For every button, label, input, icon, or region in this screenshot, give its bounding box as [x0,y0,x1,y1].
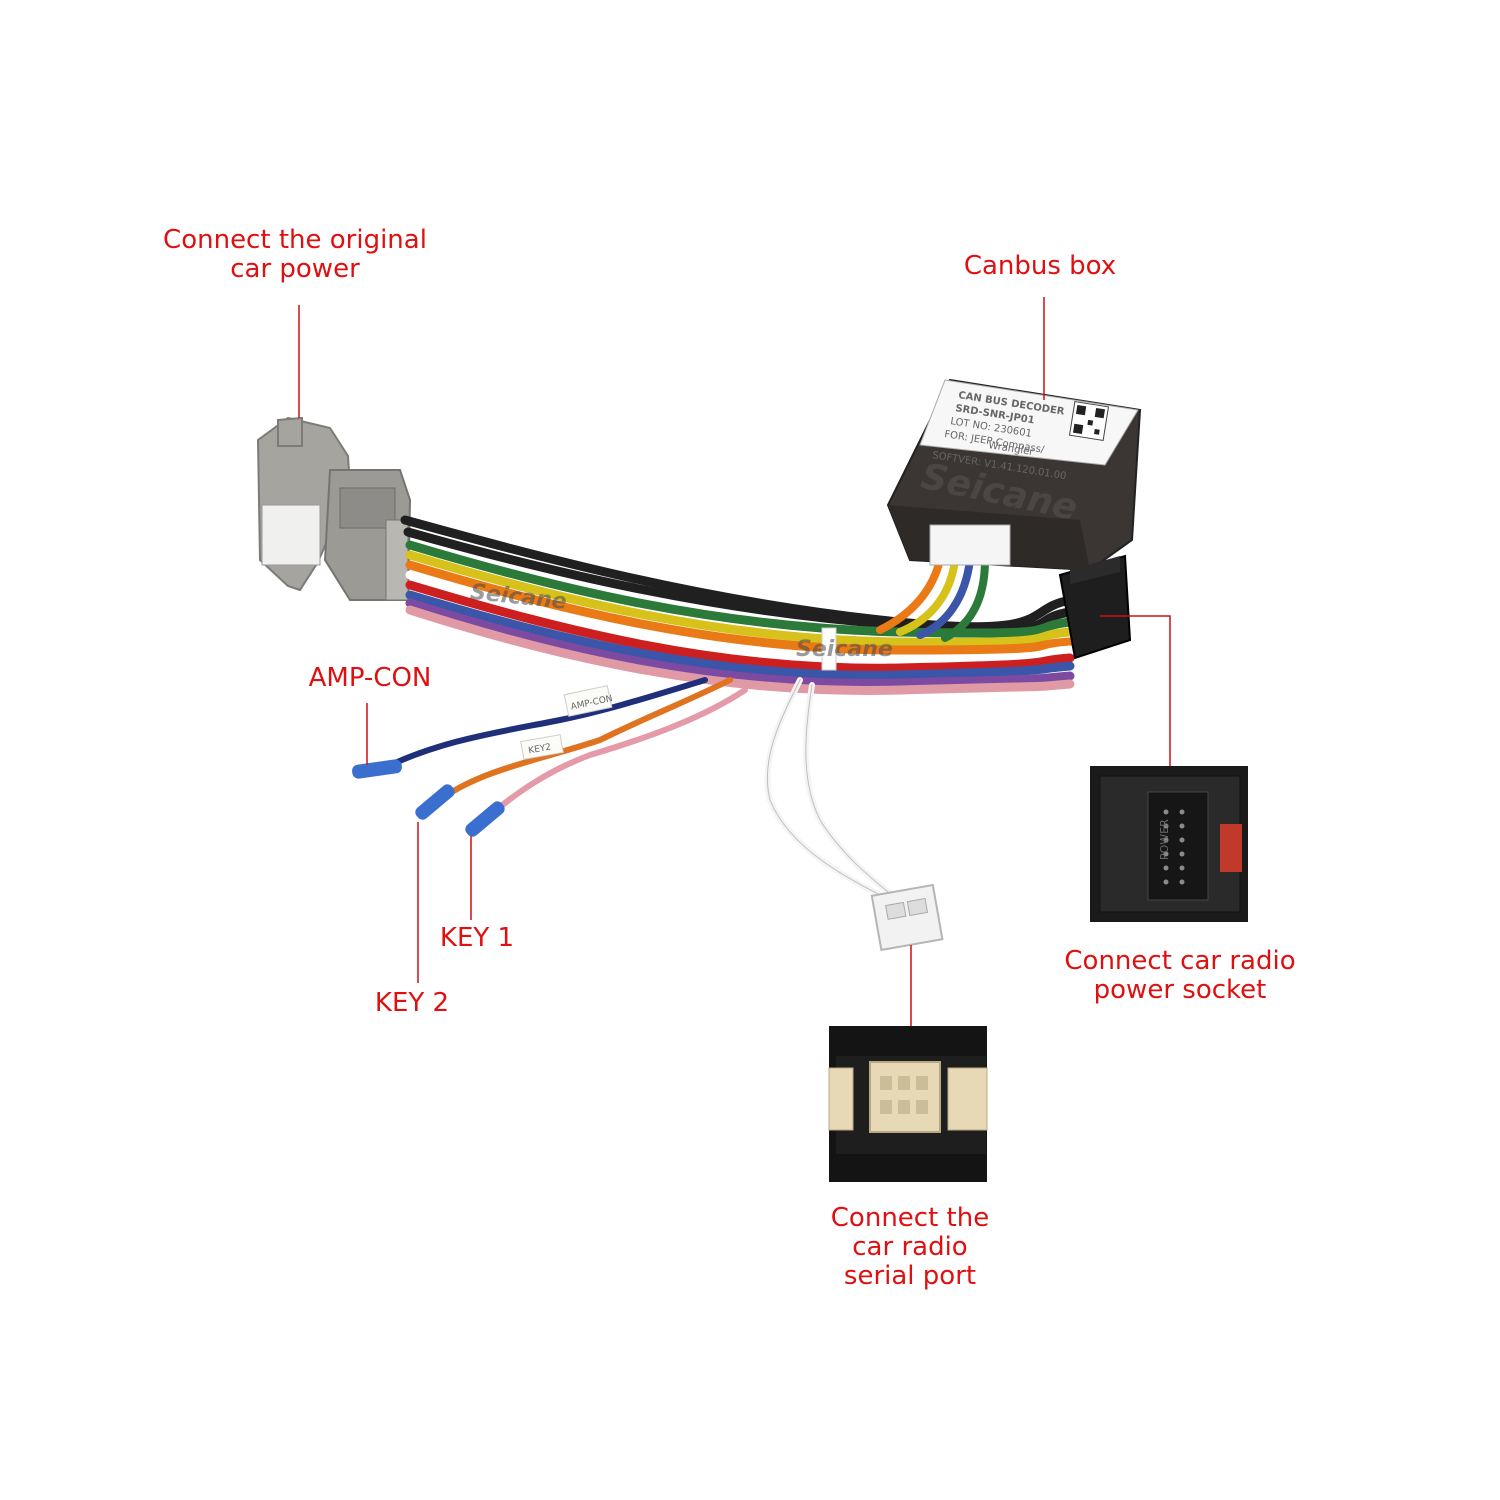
label-amp-con-text: AMP-CON [308,663,432,693]
label-radio-serial-port-line3: serial port [843,1261,977,1291]
label-key1-text: KEY 1 [439,923,515,953]
key2-terminal [415,784,455,820]
label-radio-power-socket-line1: Connect car radio [1064,946,1296,976]
label-radio-serial-port-line2: car radio [852,1232,968,1262]
label-original-car-power-line2: car power [230,254,360,284]
key1-terminal [465,801,505,837]
radio-serial-port-photo [828,1026,988,1182]
leader-radio-power [1100,615,1171,766]
label-radio-serial-port-line1: Connect the [830,1203,990,1233]
serial-port-plug [870,883,944,952]
label-original-car-power: Connect the original car power [130,226,460,284]
key2-tag-text: KEY2 [528,743,552,757]
label-radio-serial-port: Connect the car radio serial port [800,1204,1020,1291]
label-radio-power-socket-line2: power socket [1093,975,1267,1005]
amp-con-terminal [352,759,402,779]
label-amp-con: AMP-CON [280,664,460,693]
power-inset-label: POWER [1158,819,1171,860]
label-canbus-box-text: Canbus box [963,251,1117,281]
radio-power-socket-photo: POWER [1090,766,1248,922]
label-original-car-power-line1: Connect the original [163,225,427,255]
label-key2: KEY 2 [352,989,472,1018]
label-radio-power-socket: Connect car radio power socket [1040,947,1320,1005]
original-power-connector [256,416,412,601]
label-canbus-box: Canbus box [930,252,1150,281]
label-key2-text: KEY 2 [374,988,450,1018]
harness-watermark-2: Seicane [796,637,893,662]
leader-lines [298,297,1171,1026]
wire-bundle [377,515,1075,913]
key2-tag [520,734,564,760]
label-key1: KEY 1 [417,924,537,953]
qr-code-pattern [1072,404,1106,435]
radio-power-plug [1058,554,1132,660]
amp-con-tag [563,685,613,717]
bundle-clip [821,627,837,671]
